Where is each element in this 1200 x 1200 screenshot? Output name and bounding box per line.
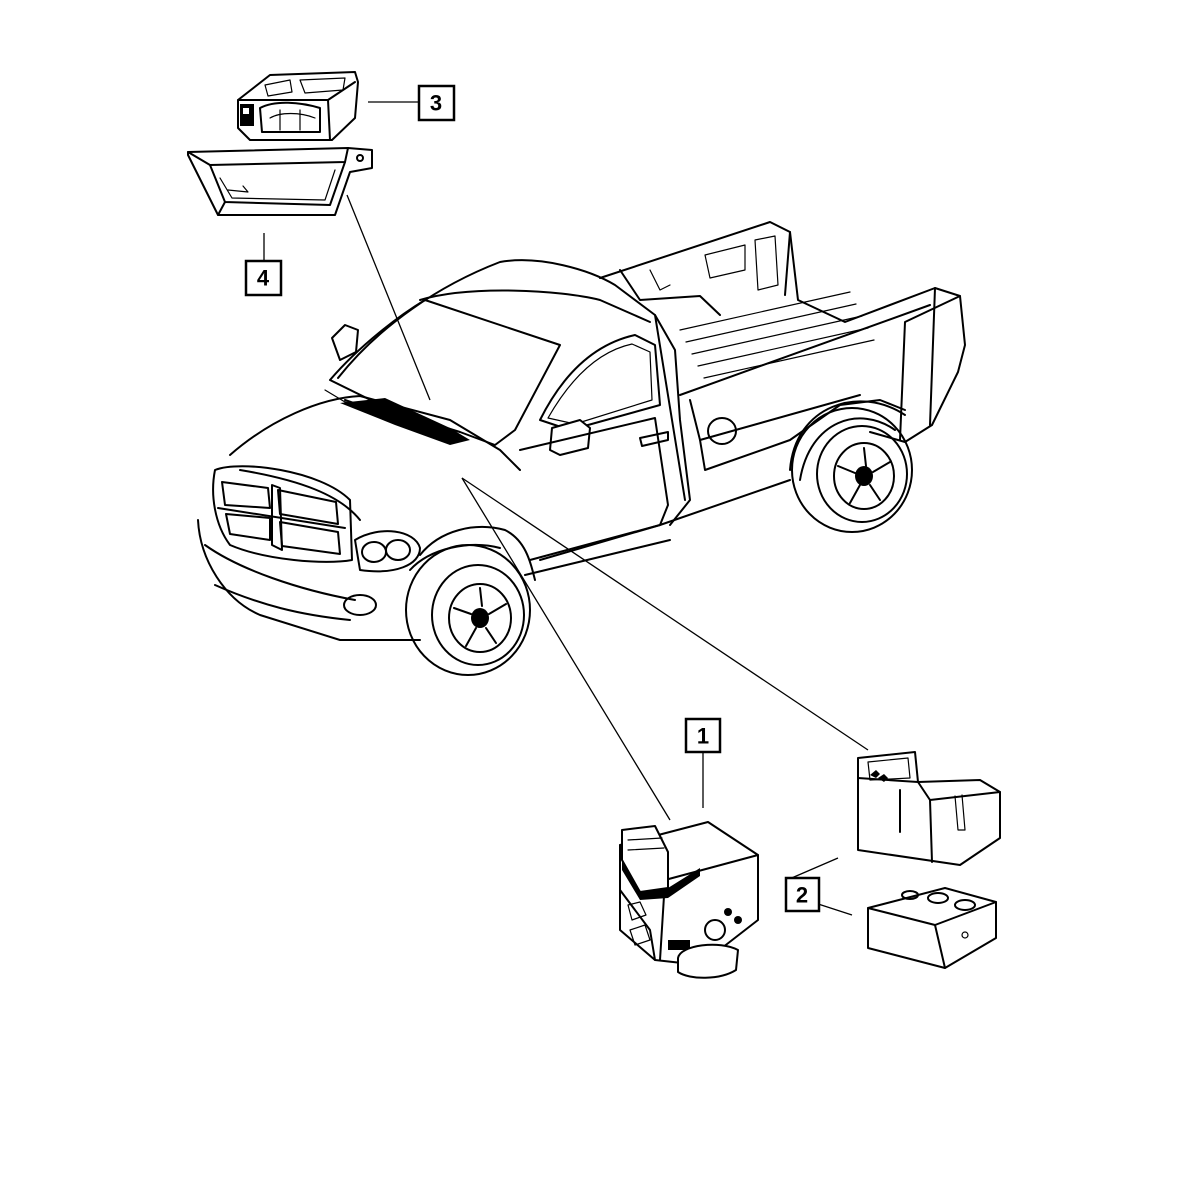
callout-label-4: 4 (257, 266, 270, 291)
leader-lines (263, 101, 869, 916)
callout-2: 2 (784, 876, 821, 913)
callout-label-3: 3 (430, 91, 442, 116)
pickup-truck-illustration (197, 221, 966, 676)
callout-label-1: 1 (697, 724, 709, 749)
callout-4: 4 (244, 259, 283, 297)
callout-label-2: 2 (796, 883, 808, 908)
abs-assembly-part-1 (619, 821, 759, 979)
bracket-part-4 (187, 147, 373, 216)
callout-3: 3 (417, 84, 456, 122)
callout-1: 1 (684, 717, 722, 754)
control-module-part-2 (857, 751, 1001, 969)
switch-unit-part-3 (237, 71, 359, 141)
